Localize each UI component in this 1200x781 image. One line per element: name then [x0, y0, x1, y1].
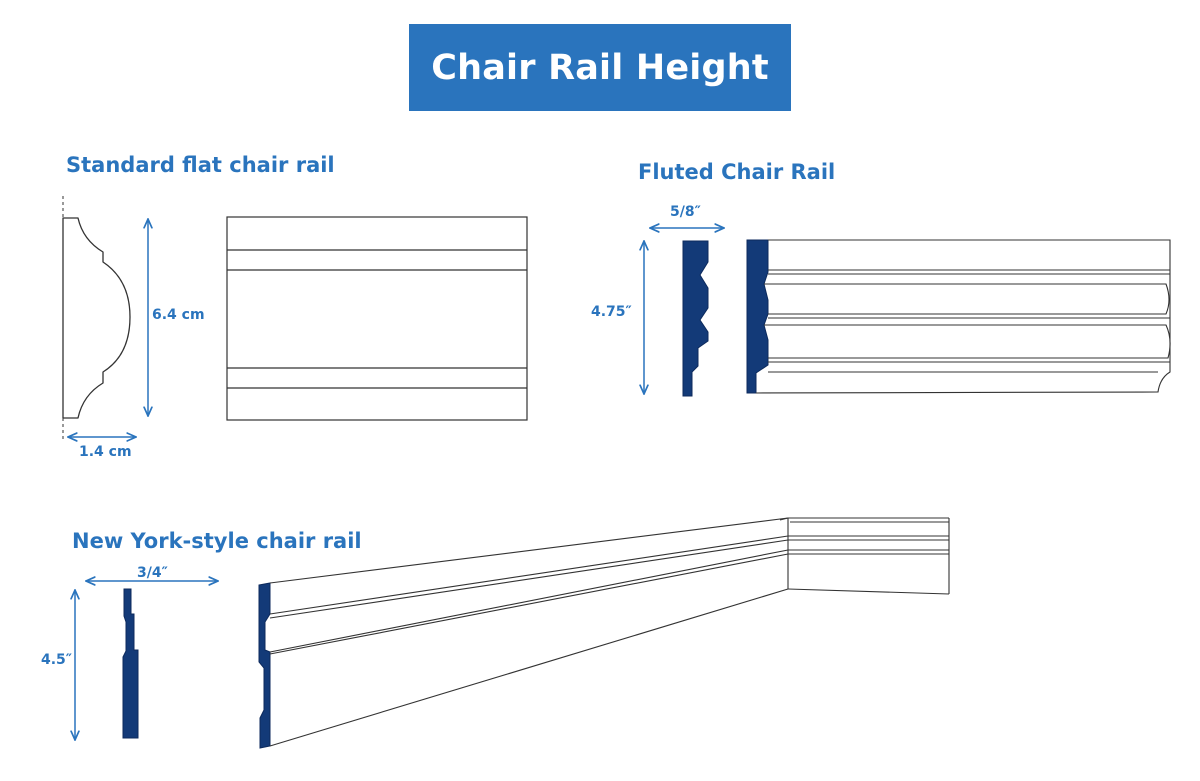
new-york-profile-drawing: [122, 588, 139, 739]
standard-height-label: 6.4 cm: [152, 307, 205, 323]
fluted-front-drawing: [746, 239, 1171, 394]
standard-depth-label: 1.4 cm: [79, 444, 132, 460]
new-york-perspective-drawing: [258, 517, 950, 749]
new-york-rail-heading: New York-style chair rail: [72, 529, 362, 553]
title-banner: Chair Rail Height: [409, 24, 791, 111]
standard-rail-heading: Standard flat chair rail: [66, 153, 335, 177]
new-york-height-label: 4.5″: [41, 652, 73, 668]
fluted-height-label: 4.75″: [591, 304, 632, 320]
fluted-depth-label: 5/8″: [670, 204, 701, 220]
standard-front-drawing: [226, 216, 528, 421]
standard-profile-drawing: [62, 196, 131, 440]
fluted-rail-heading: Fluted Chair Rail: [638, 160, 836, 184]
fluted-profile-drawing: [682, 240, 709, 397]
page-title: Chair Rail Height: [431, 47, 769, 88]
